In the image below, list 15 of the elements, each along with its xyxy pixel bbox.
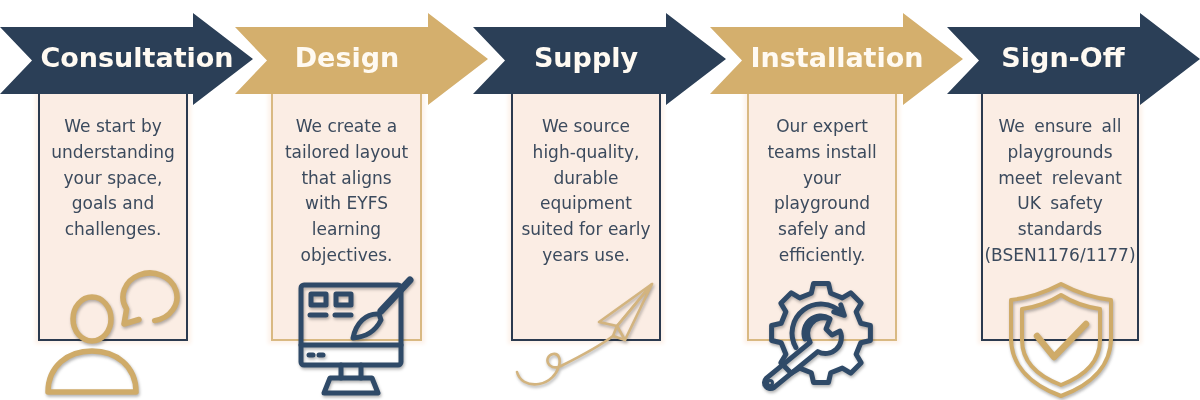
step-card — [747, 94, 897, 341]
step-card — [511, 94, 661, 341]
step-card — [981, 94, 1139, 341]
step-description: We start by understanding your space, goals and challenges. — [50, 115, 176, 242]
step-description: Our expert teams install your playground safely and efficiently. — [766, 115, 878, 267]
step-title: Sign-Off — [1001, 42, 1125, 74]
step-title: Design — [294, 42, 400, 74]
step-title: Consultation — [40, 42, 234, 74]
step-card — [38, 94, 188, 341]
step-description: We ensure all playgrounds meet relevant UK safety standards (BSEN1176/1177) — [983, 115, 1137, 267]
step-card — [271, 94, 422, 341]
step-title: Supply — [533, 42, 639, 74]
step-title: Installation — [750, 42, 924, 74]
step-description: We source high-quality, durable equipment suited for early years use. — [520, 115, 652, 267]
step-description: We create a tailored layout that aligns with EYFS learning objectives. — [283, 115, 410, 267]
